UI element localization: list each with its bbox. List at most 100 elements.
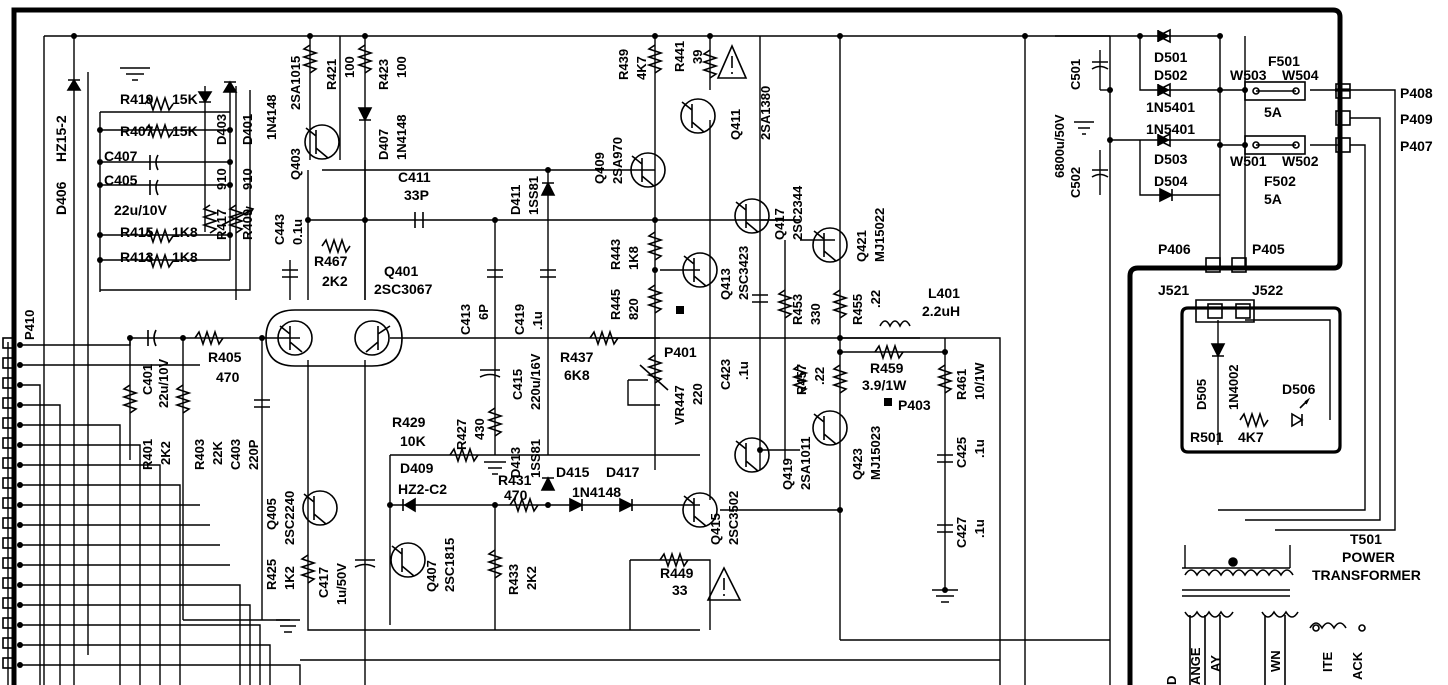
label: P405 (1252, 241, 1285, 257)
label: 1SS81 (526, 176, 541, 215)
resistor-icon (174, 384, 192, 414)
label: AY (1208, 655, 1223, 672)
label: 2.2uH (922, 303, 960, 319)
label: W504 (1282, 67, 1319, 83)
capacitor-icon (354, 559, 376, 568)
connector-p410 (2, 337, 14, 685)
label: Q407 (424, 560, 439, 592)
label: R439 (616, 49, 631, 80)
label: VR447 (672, 385, 687, 425)
label: 2SA1015 (288, 56, 303, 110)
label: D501 (1154, 49, 1188, 65)
label: R409 (240, 209, 255, 240)
label: D411 (508, 185, 523, 215)
label: D504 (1154, 173, 1188, 189)
inductor-icon (879, 320, 911, 328)
label: 33 (672, 582, 688, 598)
capacitor-icon (1091, 169, 1109, 178)
label: 2SC3423 (736, 246, 751, 300)
label: 1K8 (172, 249, 198, 265)
npn-transistor-icon (390, 542, 426, 578)
label: D503 (1154, 151, 1188, 167)
label: HZ15-2 (53, 115, 69, 162)
label: 22u/10V (114, 202, 168, 218)
label: 15K (172, 123, 198, 139)
label: 470 (216, 369, 240, 385)
label: R443 (608, 239, 623, 270)
resistor-icon (194, 329, 224, 347)
capacitor-icon (752, 294, 768, 303)
resistor-icon (227, 204, 245, 234)
label: R417 (214, 209, 229, 240)
resistor-icon (144, 227, 174, 245)
junctions (17, 33, 1248, 668)
label: R415 (120, 224, 154, 240)
label: ANGE (1188, 647, 1203, 685)
label: C401 (140, 364, 155, 395)
label: 1N4002 (1226, 364, 1241, 410)
label: 5A (1264, 191, 1282, 207)
label: J521 (1158, 282, 1189, 298)
label: 10/1W (972, 362, 987, 400)
label: 6K8 (564, 367, 590, 383)
label: 4K7 (1238, 429, 1264, 445)
label: R453 (790, 294, 805, 325)
label: R449 (660, 565, 694, 581)
capacitor-icon (147, 329, 157, 347)
label: C403 (228, 439, 243, 470)
label: .1u (530, 311, 545, 330)
label: 2SC2240 (282, 491, 297, 545)
label: R427 (454, 419, 469, 450)
resistor-icon (299, 554, 317, 584)
resistor-icon (646, 284, 664, 314)
label: Q419 (780, 458, 795, 490)
label: 100 (394, 56, 409, 78)
label: 220P (246, 439, 261, 470)
label: 2SA1380 (758, 86, 773, 140)
label: P406 (1158, 241, 1191, 257)
label: R433 (506, 564, 521, 595)
label: D403 (214, 114, 229, 145)
capacitor-icon (479, 369, 501, 378)
resistor-icon (589, 329, 619, 347)
label: D415 (556, 464, 590, 480)
label: C415 (510, 369, 525, 400)
label: 2SC3067 (374, 281, 433, 297)
pnp-transistor-icon (630, 152, 666, 188)
transistors (265, 98, 848, 578)
label: 2K2 (524, 566, 539, 590)
label: R445 (608, 289, 623, 320)
fuse-icon (1244, 135, 1306, 155)
label: R403 (192, 439, 207, 470)
label: Q417 (772, 208, 787, 240)
label: 910 (240, 168, 255, 190)
resistor-icon (831, 289, 849, 319)
label: D406 (53, 181, 69, 215)
label: W503 (1230, 67, 1267, 83)
label: R459 (870, 360, 904, 376)
label: 22u/10V (156, 359, 171, 408)
label: D502 (1154, 67, 1188, 83)
label: 1SS81 (528, 439, 543, 478)
label: 6P (476, 304, 491, 320)
label: 10K (400, 433, 426, 449)
label: D409 (400, 460, 434, 476)
resistor-icon (144, 95, 174, 113)
label: 0.1u (290, 219, 305, 245)
label: R457 (794, 364, 809, 395)
resistor-icon (509, 496, 539, 514)
label: 220 (690, 383, 705, 405)
label: 2SC1815 (442, 538, 457, 592)
label: 100 (342, 56, 357, 78)
pnp-transistor-icon (812, 410, 848, 446)
label: 39 (690, 50, 705, 64)
label: 1N4148 (572, 484, 621, 500)
label: 5A (1264, 104, 1282, 120)
label: 1N5401 (1146, 99, 1195, 115)
label: R431 (498, 472, 532, 488)
label: Q423 (850, 448, 865, 480)
npn-transistor-icon (354, 320, 391, 356)
label: C443 (272, 214, 287, 245)
resistor-icon (449, 446, 479, 464)
